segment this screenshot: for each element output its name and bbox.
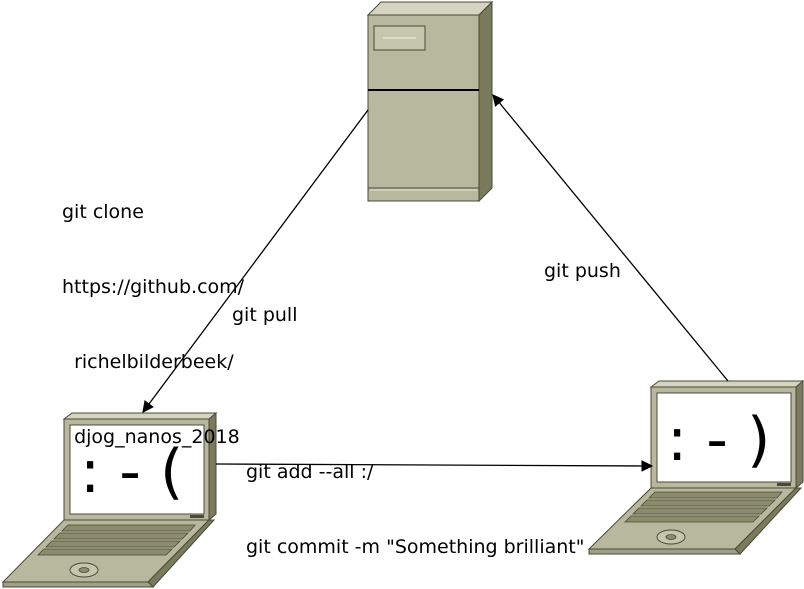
right-laptop-face: : - ) bbox=[667, 405, 770, 475]
git-clone-line-2: https://github.com/ bbox=[62, 276, 245, 298]
laptop-happy-icon: : - ) bbox=[587, 379, 804, 555]
git-push-arrow bbox=[492, 94, 729, 382]
git-commit-line: git commit -m "Something brilliant" bbox=[246, 536, 585, 558]
git-pull-arrow bbox=[142, 109, 369, 413]
git-commit-arrow bbox=[215, 460, 654, 472]
git-clone-label: git clone https://github.com/ richelbild… bbox=[62, 150, 244, 500]
git-clone-line-3: richelbilderbeek/ bbox=[62, 351, 234, 373]
left-laptop-face: : - ( bbox=[80, 437, 183, 507]
git-clone-line-1: git clone bbox=[62, 201, 144, 223]
git-add-line: git add --all :/ bbox=[246, 461, 374, 483]
git-push-label: git push bbox=[544, 260, 621, 282]
laptop-sad-icon: : - ( bbox=[1, 411, 218, 588]
server-icon bbox=[366, 0, 494, 203]
git-clone-line-4: djog_nanos_2018 bbox=[62, 426, 240, 448]
git-commit-label: git add --all :/ git commit -m "Somethin… bbox=[246, 410, 584, 589]
git-pull-label: git pull bbox=[232, 304, 298, 326]
